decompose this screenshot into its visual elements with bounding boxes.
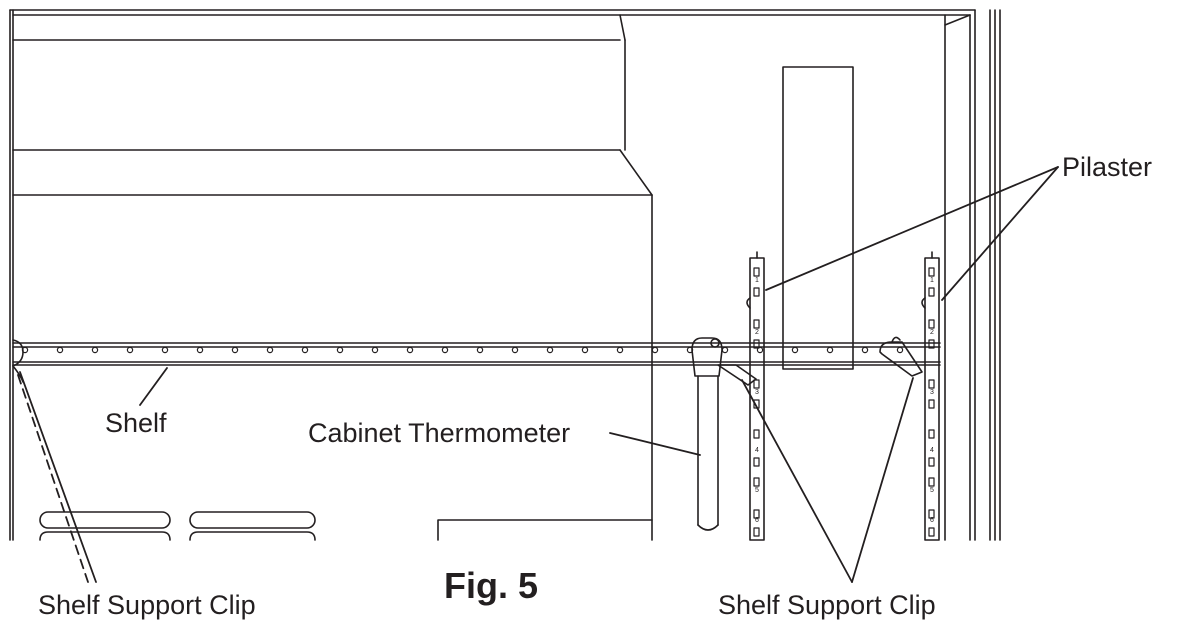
pilaster-slot-number: 1	[930, 277, 934, 284]
rear-panel	[782, 66, 854, 370]
shelf-support-clip-right-label: Shelf Support Clip	[718, 590, 936, 620]
pilaster-left	[746, 251, 765, 541]
shelf-support-clip-left-label: Shelf Support Clip	[38, 590, 256, 620]
figure-caption: Fig. 5	[444, 565, 539, 606]
cabinet-frame	[9, 9, 1001, 541]
pilaster-slot-number: 3	[930, 389, 934, 396]
pilaster-slot-number: 1	[755, 277, 759, 284]
cabinet-thermometer	[691, 337, 723, 531]
vent-slots	[39, 511, 316, 541]
pilaster-slot-number: 2	[755, 329, 759, 336]
shelf-support-clip-mid-part	[717, 364, 757, 386]
pilaster-slot-number: 4	[755, 447, 759, 454]
lower-compartment	[437, 519, 653, 541]
pilaster-slot-number: 4	[930, 447, 934, 454]
pilaster-slot-number: 5	[755, 487, 759, 494]
pilaster-slot-number: 5	[930, 487, 934, 494]
pilaster-right	[921, 251, 940, 541]
shelf-support-clip-right-part	[879, 336, 923, 377]
leader-lines	[17, 166, 1059, 583]
pilaster-slot-number: 2	[930, 329, 934, 336]
pilaster-label: Pilaster	[1062, 152, 1153, 182]
pilaster-slot-number: 6	[755, 517, 759, 524]
shelf	[12, 342, 941, 366]
cabinet-thermometer-label: Cabinet Thermometer	[308, 418, 571, 448]
shelf-label: Shelf	[105, 408, 167, 438]
pilaster-slot-number: 3	[755, 389, 759, 396]
evaporator-housing	[12, 14, 653, 541]
pilaster-slot-number: 6	[930, 517, 934, 524]
